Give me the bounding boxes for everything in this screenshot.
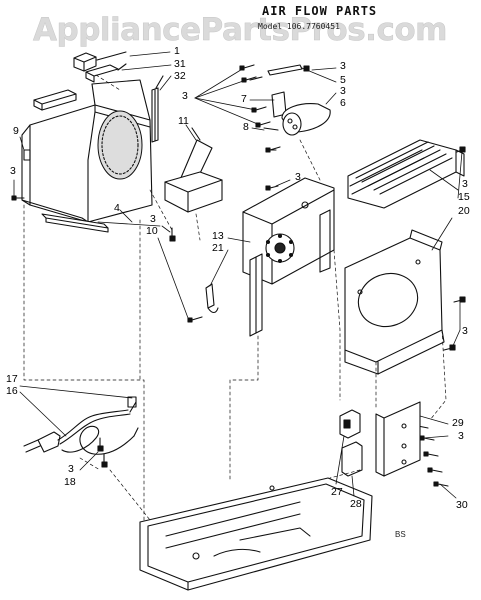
callout-3[interactable]: 3	[68, 463, 74, 475]
part-10-bar	[41, 213, 109, 233]
assembly-guide-lines	[23, 74, 447, 523]
callout-3[interactable]: 3	[295, 171, 301, 183]
leader-lines	[13, 51, 463, 499]
model-number: Model 106.7760451	[258, 22, 340, 31]
screws	[11, 64, 466, 487]
callout-4[interactable]: 4	[114, 202, 120, 214]
part-8-screw	[263, 127, 279, 151]
callout-6[interactable]: 6	[340, 97, 346, 109]
callout-3[interactable]: 3	[182, 90, 188, 102]
callout-8[interactable]: 8	[243, 121, 249, 133]
callout-21[interactable]: 21	[212, 242, 224, 254]
base-pan	[139, 477, 373, 591]
diagram-title: AIR FLOW PARTS	[262, 4, 378, 18]
callout-17[interactable]: 17	[6, 373, 18, 385]
callout-3[interactable]: 3	[458, 430, 464, 442]
part-21-clip	[205, 283, 219, 314]
callout-10[interactable]: 10	[146, 225, 158, 237]
part-4-shroud	[21, 79, 153, 223]
part-6-capacitor	[281, 103, 331, 136]
part-1-block	[73, 51, 127, 72]
callout-27[interactable]: 27	[331, 486, 343, 498]
callout-3[interactable]: 3	[340, 60, 346, 72]
part-32-bar	[151, 75, 164, 143]
callout-9[interactable]: 9	[13, 125, 19, 137]
part-27-switch	[339, 409, 361, 439]
part-20-front-panel	[344, 229, 445, 375]
part-5-rod	[249, 64, 303, 81]
part-29-control-plate	[375, 401, 421, 477]
callout-32[interactable]: 32	[174, 70, 186, 82]
callout-3[interactable]: 3	[150, 213, 156, 225]
callout-3[interactable]: 3	[340, 85, 346, 97]
callout-3[interactable]: 3	[462, 325, 468, 337]
part-31-strip	[85, 63, 127, 83]
callout-18[interactable]: 18	[64, 476, 76, 488]
part-28-bracket	[341, 441, 363, 477]
part-16-17-power-cord	[23, 396, 139, 455]
foam-strip-left	[33, 89, 77, 111]
part-15-coil	[347, 139, 465, 209]
callout-29[interactable]: 29	[452, 417, 464, 429]
callout-30[interactable]: 30	[456, 499, 468, 511]
callout-11[interactable]: 11	[178, 115, 189, 127]
callout-20[interactable]: 20	[458, 205, 470, 217]
callout-1[interactable]: 1	[174, 45, 180, 57]
callout-3[interactable]: 3	[10, 165, 16, 177]
callout-16[interactable]: 16	[6, 385, 18, 397]
callout-7[interactable]: 7	[241, 93, 247, 105]
part-11-bracket	[164, 127, 223, 213]
callout-31[interactable]: 31	[174, 58, 186, 70]
callout-28[interactable]: 28	[350, 498, 362, 510]
part-13-motor-mount	[242, 177, 335, 337]
callout-15[interactable]: 15	[458, 191, 470, 203]
callout-13[interactable]: 13	[212, 230, 224, 242]
callout-5[interactable]: 5	[340, 74, 346, 86]
callout-3[interactable]: 3	[462, 178, 468, 190]
corner-code: BS	[395, 530, 406, 539]
